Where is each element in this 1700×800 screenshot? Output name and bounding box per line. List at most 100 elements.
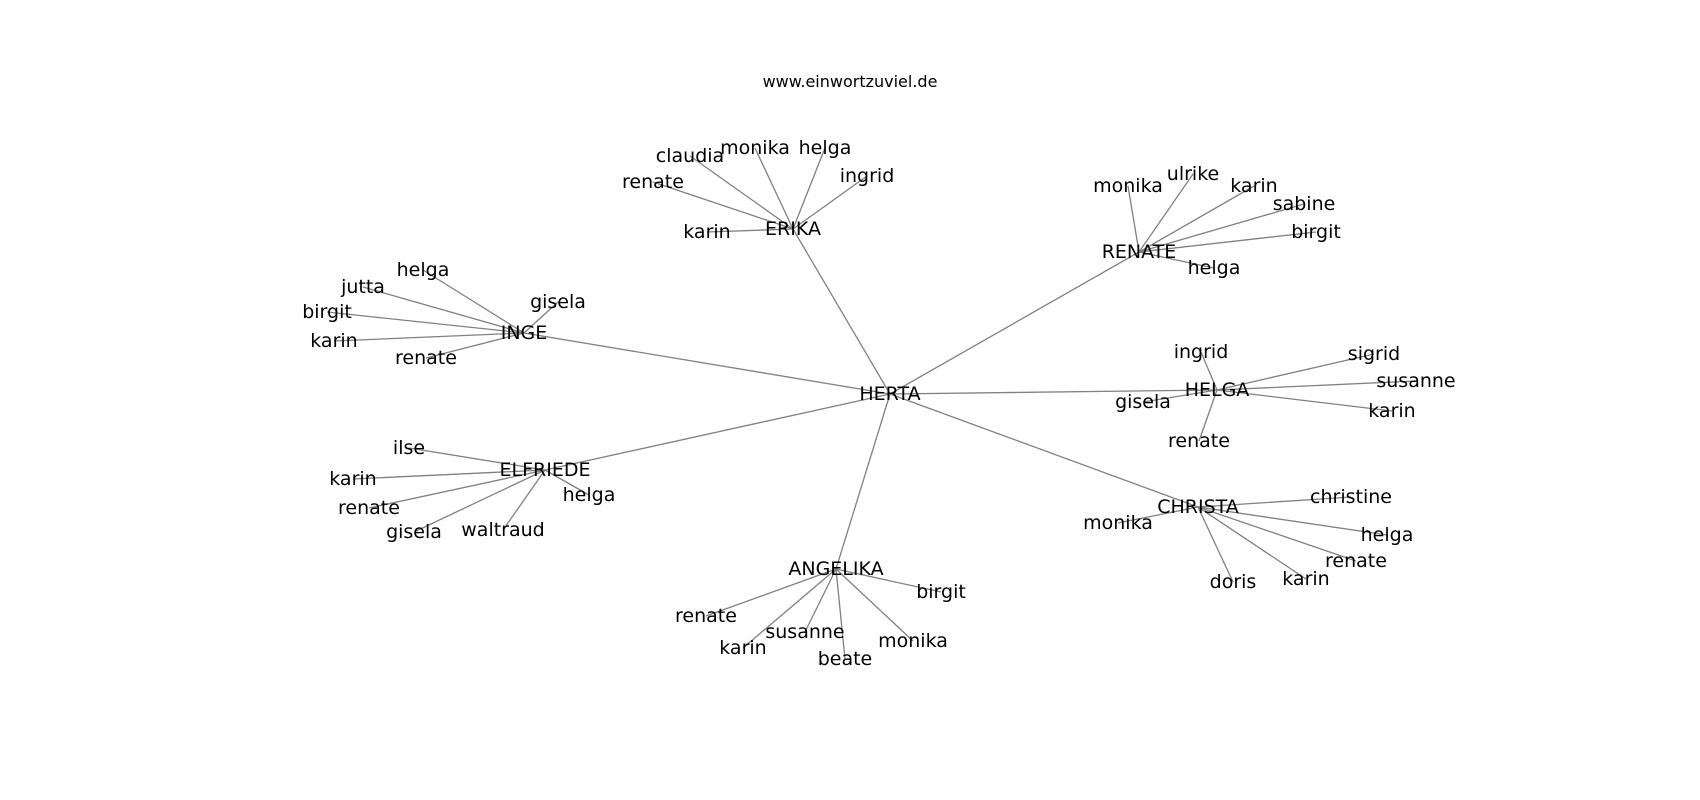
node-center-herta: HERTA xyxy=(859,383,920,405)
node-leaf-renate-monika: monika xyxy=(1093,175,1163,197)
edge-angelika-beate xyxy=(835,568,846,660)
edge-elfriede-waltraud xyxy=(502,469,546,531)
edge-inge-karin xyxy=(333,332,525,342)
node-leaf-elfriede-gisela: gisela xyxy=(386,521,442,543)
edge-elfriede-renate xyxy=(368,469,546,509)
node-leaf-erika-claudia: claudia xyxy=(656,145,724,167)
node-leaf-inge-karin: karin xyxy=(310,330,357,352)
edge-helga-susanne xyxy=(1216,380,1417,391)
node-cluster-christa: CHRISTA xyxy=(1157,496,1239,518)
edge-christa-karin xyxy=(1197,506,1307,580)
node-leaf-erika-karin: karin xyxy=(683,221,730,243)
edge-elfriede-gisela xyxy=(413,469,546,533)
edge-helga-sigrid xyxy=(1216,353,1375,391)
edge-inge-helga xyxy=(422,269,525,334)
node-leaf-helga-gisela: gisela xyxy=(1115,391,1171,413)
node-leaf-erika-monika: monika xyxy=(720,137,790,159)
edge-herta-angelika xyxy=(835,393,891,570)
node-leaf-erika-ingrid: ingrid xyxy=(840,165,895,187)
edge-erika-monika xyxy=(754,147,794,230)
edge-herta-elfriede xyxy=(544,393,891,471)
edge-christa-helga xyxy=(1197,506,1388,536)
node-leaf-elfriede-ilse: ilse xyxy=(393,437,425,459)
node-leaf-elfriede-helga: helga xyxy=(563,484,616,506)
node-leaf-inge-renate: renate xyxy=(395,347,457,369)
edge-christa-christine xyxy=(1197,496,1352,508)
edge-renate-karin xyxy=(1138,185,1255,253)
edge-angelika-birgit xyxy=(835,568,942,593)
page-title: www.einwortzuviel.de xyxy=(762,72,938,91)
edge-erika-ingrid xyxy=(792,175,868,230)
node-leaf-helga-renate: renate xyxy=(1168,430,1230,452)
node-leaf-christa-christine: christine xyxy=(1310,486,1392,508)
node-leaf-helga-susanne: susanne xyxy=(1376,370,1455,392)
node-leaf-angelika-birgit: birgit xyxy=(916,581,966,603)
edge-angelika-monika xyxy=(835,568,914,642)
node-leaf-helga-ingrid: ingrid xyxy=(1174,341,1229,363)
node-leaf-elfriede-renate: renate xyxy=(338,497,400,519)
node-leaf-elfriede-waltraud: waltraud xyxy=(461,519,544,541)
node-cluster-inge: INGE xyxy=(501,322,548,344)
node-leaf-christa-doris: doris xyxy=(1210,571,1257,593)
edge-christa-monika xyxy=(1117,506,1199,524)
edge-helga-karin xyxy=(1216,389,1393,412)
edge-herta-christa xyxy=(889,393,1199,508)
edge-inge-renate xyxy=(425,332,525,359)
edge-renate-helga xyxy=(1138,251,1215,269)
edge-elfriede-ilse xyxy=(408,447,546,471)
node-leaf-helga-sigrid: sigrid xyxy=(1348,343,1400,365)
node-leaf-renate-sabine: sabine xyxy=(1273,193,1336,215)
edge-herta-renate xyxy=(889,251,1140,395)
node-leaf-angelika-susanne: susanne xyxy=(765,621,844,643)
node-leaf-christa-monika: monika xyxy=(1083,512,1153,534)
node-leaf-renate-birgit: birgit xyxy=(1291,221,1341,243)
node-leaf-helga-karin: karin xyxy=(1368,400,1415,422)
node-leaf-renate-helga: helga xyxy=(1188,257,1241,279)
node-leaf-inge-jutta: jutta xyxy=(340,276,385,298)
edge-erika-karin xyxy=(706,228,794,233)
edge-inge-jutta xyxy=(362,286,525,334)
node-cluster-elfriede: ELFRIEDE xyxy=(500,459,591,481)
node-leaf-christa-helga: helga xyxy=(1361,524,1414,546)
node-leaf-renate-karin: karin xyxy=(1230,175,1277,197)
edge-christa-doris xyxy=(1197,506,1234,583)
edge-inge-birgit xyxy=(326,311,525,334)
edge-renate-birgit xyxy=(1138,231,1317,253)
edge-erika-renate xyxy=(652,181,794,230)
edge-renate-monika xyxy=(1127,185,1140,253)
node-leaf-inge-birgit: birgit xyxy=(302,301,352,323)
edge-elfriede-helga xyxy=(544,469,590,496)
node-cluster-erika: ERIKA xyxy=(765,218,821,240)
node-leaf-erika-renate: renate xyxy=(622,171,684,193)
node-leaf-angelika-beate: beate xyxy=(818,648,873,670)
edge-helga-renate xyxy=(1198,389,1218,442)
edge-angelika-karin xyxy=(742,568,837,649)
edge-angelika-susanne xyxy=(804,568,837,633)
node-cluster-renate: RENATE xyxy=(1102,241,1177,263)
edge-helga-gisela xyxy=(1142,389,1218,403)
node-leaf-christa-renate: renate xyxy=(1325,550,1387,572)
node-leaf-angelika-renate: renate xyxy=(675,605,737,627)
edge-inge-gisela xyxy=(523,301,559,334)
node-leaf-renate-ulrike: ulrike xyxy=(1167,163,1219,185)
edge-christa-renate xyxy=(1197,506,1357,562)
edge-renate-ulrike xyxy=(1138,173,1194,253)
edge-angelika-renate xyxy=(705,568,837,617)
edge-herta-helga xyxy=(889,389,1218,395)
node-leaf-christa-karin: karin xyxy=(1282,568,1329,590)
node-leaf-angelika-monika: monika xyxy=(878,630,948,652)
node-leaf-elfriede-karin: karin xyxy=(329,468,376,490)
edge-elfriede-karin xyxy=(352,469,546,480)
node-leaf-inge-helga: helga xyxy=(397,259,450,281)
edge-erika-helga xyxy=(792,147,826,230)
edge-herta-erika xyxy=(792,228,891,395)
edge-erika-claudia xyxy=(689,155,794,230)
node-leaf-inge-gisela: gisela xyxy=(530,291,586,313)
node-leaf-angelika-karin: karin xyxy=(719,637,766,659)
node-cluster-angelika: ANGELIKA xyxy=(788,558,883,580)
node-leaf-erika-helga: helga xyxy=(799,137,852,159)
edge-helga-ingrid xyxy=(1200,351,1218,391)
edge-layer xyxy=(326,147,1417,660)
